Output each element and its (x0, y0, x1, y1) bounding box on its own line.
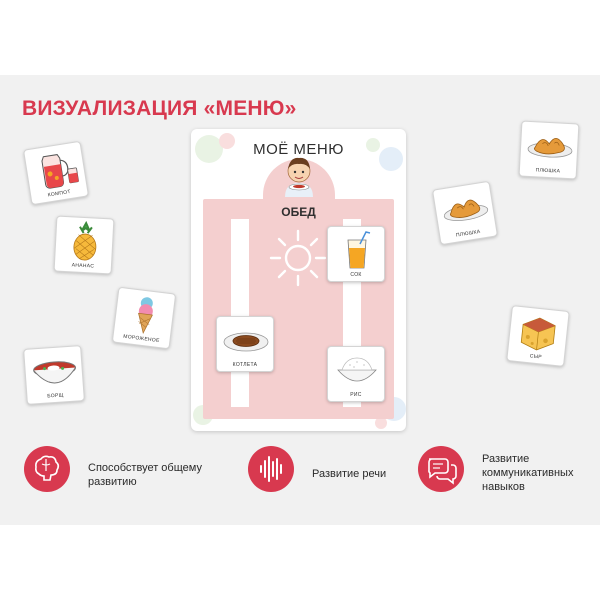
board-card-rice[interactable]: РИС (327, 346, 385, 402)
meal-section-title: ОБЕД (281, 205, 316, 219)
compote-jug-icon (41, 154, 79, 189)
board-card-cutlet[interactable]: КОТЛЕТА (216, 316, 274, 372)
feature-icon-brain (24, 446, 70, 492)
card-icecream[interactable]: МОРОЖЕНОЕ (111, 286, 177, 350)
card-label: КОТЛЕТА (232, 362, 258, 368)
card-label: ПЛЮШКА (535, 167, 561, 175)
cheese-icon (520, 317, 556, 351)
card-pineapple[interactable]: АНАНАС (53, 215, 115, 275)
slot-column-left (231, 219, 249, 407)
feature-icon-speech (248, 446, 294, 492)
child-eating-icon (285, 157, 313, 197)
card-compote[interactable]: КОМПОТ (22, 140, 90, 206)
chat-bubbles-icon (428, 458, 457, 485)
voice-wave-icon (260, 456, 282, 482)
soup-bowl-icon (33, 361, 77, 384)
card-bun-mid[interactable]: ПЛЮШКА (431, 180, 499, 246)
bun-pastry-icon (527, 137, 573, 158)
card-label: АНАНАС (71, 262, 95, 270)
rice-bowl-icon (337, 357, 377, 382)
juice-glass-icon (347, 231, 371, 269)
card-bun-top[interactable]: ПЛЮШКА (518, 120, 580, 180)
sun-icon (269, 229, 327, 287)
feature-text-speech: Развитие речи (312, 468, 387, 480)
ice-cream-icon (138, 297, 153, 335)
feature-text-communication: Развитие коммуникативных навыков (482, 453, 574, 493)
feature-icon-communication (418, 446, 464, 492)
card-label: СОК (350, 272, 362, 278)
card-cheese[interactable]: СЫР (506, 305, 570, 367)
board-title: МОЁ МЕНЮ (253, 141, 344, 158)
card-label: РИС (350, 392, 362, 398)
bun-pastry-icon (443, 199, 489, 221)
cutlet-plate-icon (223, 332, 269, 352)
board-card-juice[interactable]: СОК (327, 226, 385, 282)
page-headline: ВИЗУАЛИЗАЦИЯ «МЕНЮ» (22, 97, 297, 120)
card-label: БОРЩ (47, 392, 64, 400)
brain-icon (35, 455, 60, 481)
pineapple-icon (73, 220, 97, 261)
feature-text-development: Способствует общему развитию (88, 462, 202, 488)
board-decoration (193, 133, 406, 429)
card-borscht[interactable]: БОРЩ (23, 345, 85, 405)
